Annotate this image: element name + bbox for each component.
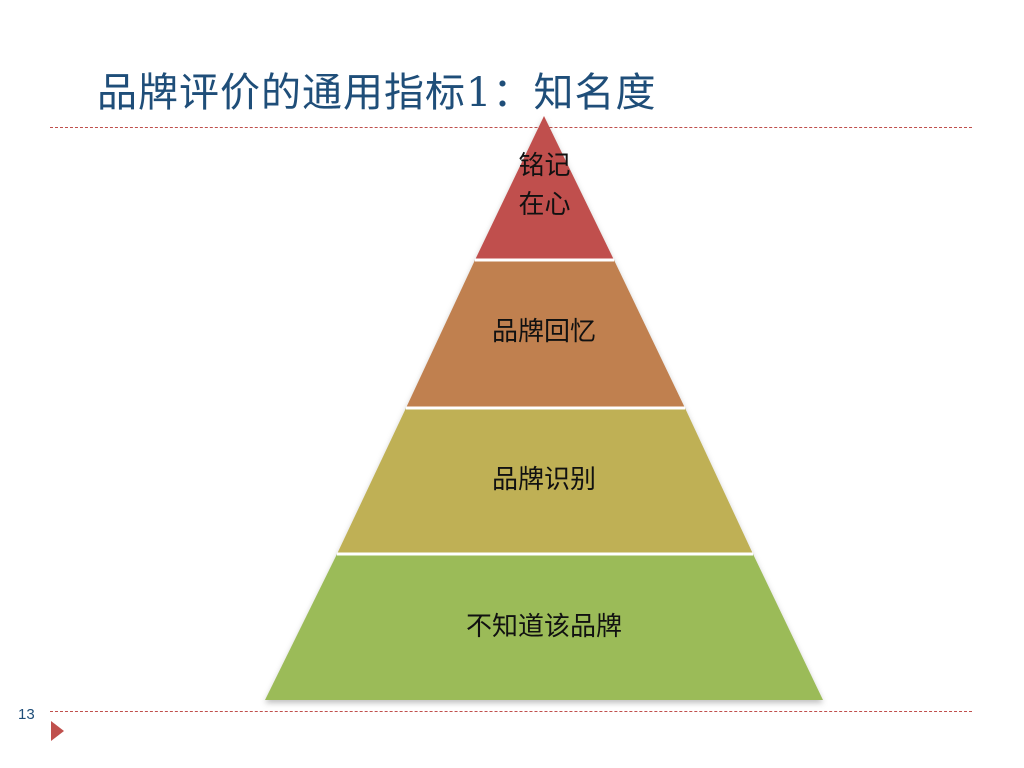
pyramid-label-top-line1: 铭记 — [518, 151, 571, 181]
pyramid-label-recognition: 品牌识别 — [491, 465, 596, 495]
play-arrow-icon — [51, 721, 64, 741]
slide-title: 品牌评价的通用指标1：知名度 — [97, 70, 657, 116]
pyramid-label-top: 铭记 在心 — [497, 147, 592, 225]
pyramid-label-base: 不知道该品牌 — [465, 612, 622, 642]
pyramid-label-recall: 品牌回忆 — [491, 317, 596, 347]
footer-divider — [50, 711, 972, 712]
slide-number: 13 — [18, 706, 35, 723]
pyramid-label-top-line2: 在心 — [518, 190, 571, 220]
title-divider — [50, 127, 972, 128]
